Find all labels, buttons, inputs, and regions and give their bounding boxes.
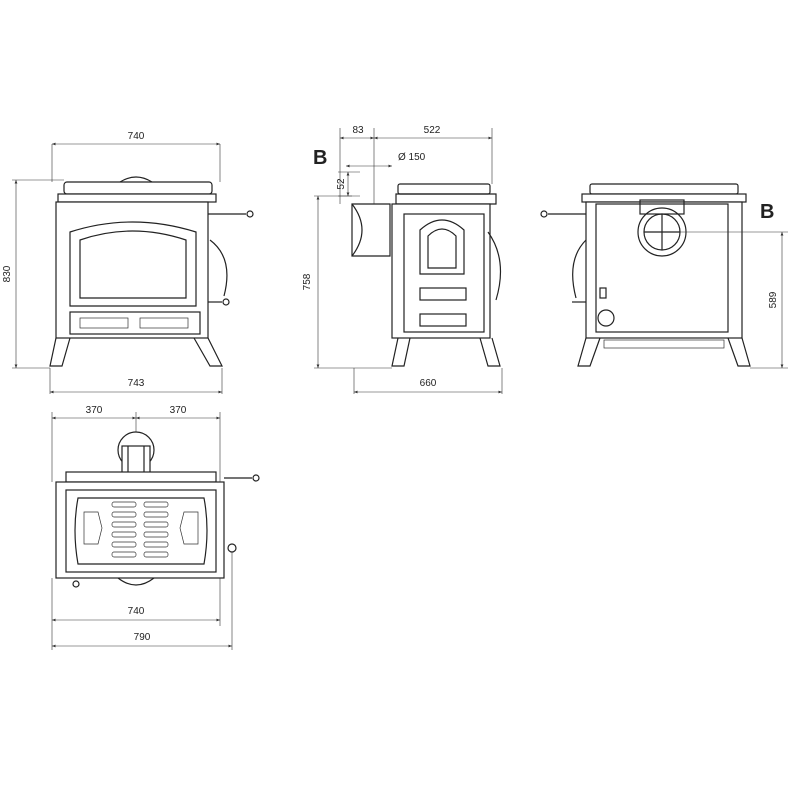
- top-view: [55, 431, 260, 588]
- top-dimensions: 370 370 740 790: [51, 405, 233, 650]
- front-view: [49, 176, 254, 367]
- side-total-depth-label: 660: [420, 378, 437, 389]
- top-body-width-label: 740: [128, 606, 145, 617]
- front-width-bottom-label: 743: [128, 378, 145, 389]
- rear-flue-axis-height-label: 589: [768, 291, 779, 308]
- rear-section-mark: B: [760, 201, 774, 223]
- front-height-label: 830: [2, 265, 13, 282]
- side-dimensions: 83 522 Ø 150 52 758 660: [302, 125, 503, 394]
- side-flue-diameter-label: Ø 150: [398, 152, 426, 163]
- rear-view: B: [540, 183, 774, 367]
- grate-slots: [83, 501, 199, 558]
- top-half-right-label: 370: [170, 405, 187, 416]
- side-flue-axis-height-label: 758: [302, 273, 313, 290]
- front-dimensions: 740 830 743: [2, 131, 223, 394]
- side-top-depth-label: 522: [424, 125, 441, 136]
- side-flue-offset-label: 83: [352, 125, 364, 136]
- side-view: B: [313, 147, 502, 367]
- front-width-top-label: 740: [128, 131, 145, 142]
- top-total-width-label: 790: [134, 632, 151, 643]
- rear-dimensions: 589: [680, 231, 788, 369]
- side-flue-height-offset-label: 52: [336, 178, 347, 190]
- side-section-mark: B: [313, 147, 327, 169]
- top-half-left-label: 370: [86, 405, 103, 416]
